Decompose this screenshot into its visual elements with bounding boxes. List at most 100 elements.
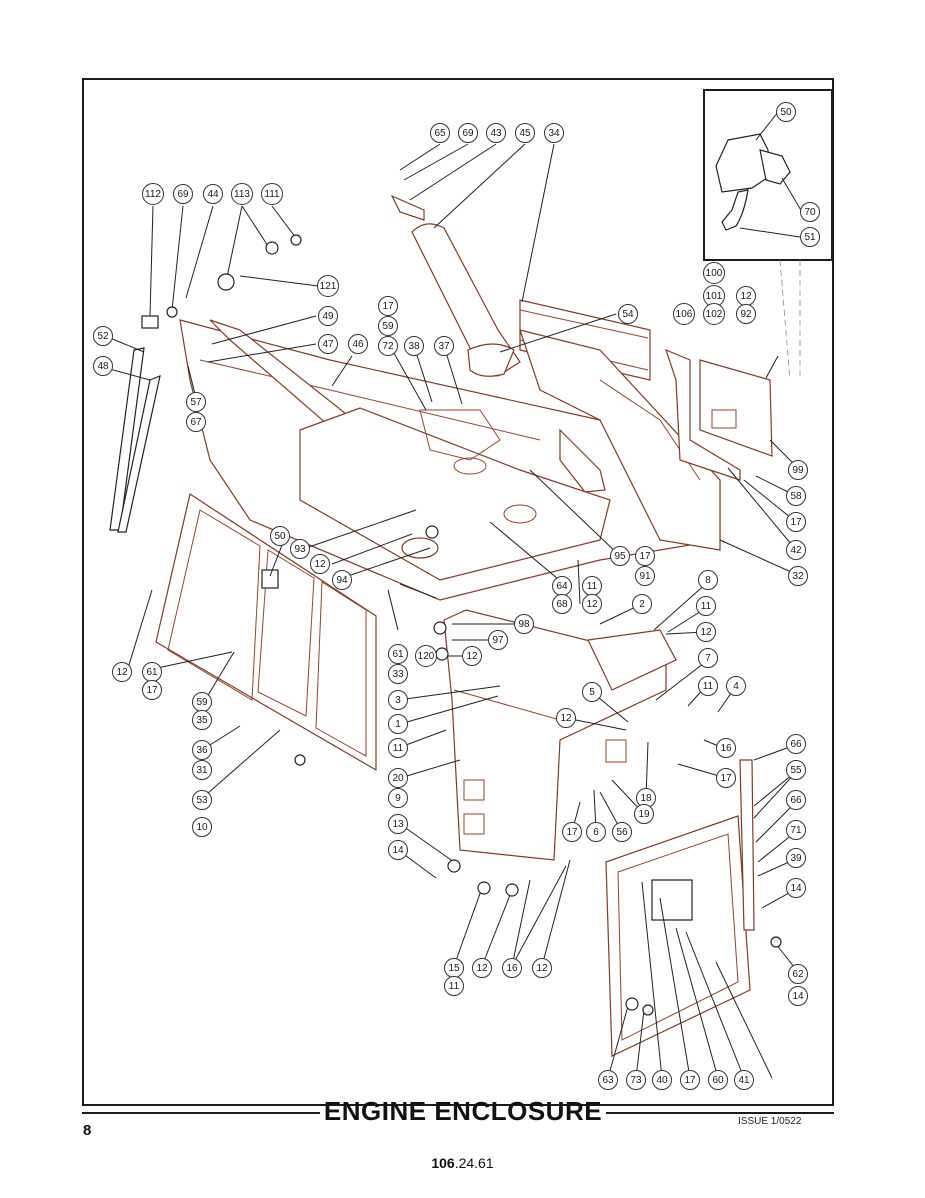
callout-bubble: 51 [800,227,820,247]
callout-bubble: 6 [586,822,606,842]
callout-bubble: 50 [270,526,290,546]
callout-bubble: 18 [636,788,656,808]
callout-bubble: 47 [318,334,338,354]
callout-number: 56 [616,827,628,838]
callout-bubble: 11 [696,596,716,616]
callout-number: 12 [740,291,752,302]
callout-bubble: 53 [192,790,212,810]
callout-number: 93 [294,544,306,555]
callout-number: 47 [322,339,334,350]
callout-number: 97 [492,635,504,646]
callout-number: 14 [392,845,404,856]
callout-bubble: 99 [788,460,808,480]
callout-number: 38 [408,341,420,352]
callout-bubble: 45 [515,123,535,143]
caption-rule-left [82,1112,320,1114]
callout-number: 4 [733,681,739,692]
callout-bubble: 70 [800,202,820,222]
callout-number: 7 [705,653,711,664]
callout-number: 12 [560,713,572,724]
callout-bubble: 59 [378,316,398,336]
callout-number: 58 [790,491,802,502]
callout-number: 12 [476,963,488,974]
callout-number: 14 [792,991,804,1002]
callout-number: 16 [720,743,732,754]
callout-bubble: 46 [348,334,368,354]
callout-bubble: 100 [703,262,725,284]
callout-number: 11 [587,581,598,592]
callout-number: 35 [196,715,208,726]
issue-label: ISSUE 1/0522 [738,1116,802,1127]
callout-bubble: 12 [462,646,482,666]
callout-number: 16 [506,963,518,974]
callout-bubble: 111 [261,183,283,205]
callout-number: 17 [639,551,651,562]
callout-number: 17 [790,517,802,528]
callout-number: 19 [638,809,650,820]
callout-bubble: 50 [776,102,796,122]
inset-handle-assembly [715,133,801,381]
callout-number: 12 [586,599,598,610]
callout-number: 34 [548,128,560,139]
callout-number: 51 [804,232,816,243]
callout-bubble: 17 [562,822,582,842]
callout-number: 112 [145,189,161,200]
callout-number: 13 [392,819,404,830]
callout-bubble: 91 [635,566,655,586]
callout-bubble: 12 [112,662,132,682]
callout-bubble: 63 [598,1070,618,1090]
callout-number: 121 [320,281,337,292]
callout-bubble: 17 [378,296,398,316]
callout-number: 111 [264,189,280,200]
callout-number: 69 [177,189,189,200]
callout-number: 20 [392,773,404,784]
callout-bubble: 20 [388,768,408,788]
callout-number: 18 [640,793,652,804]
callout-number: 12 [466,651,478,662]
callout-number: 17 [382,301,394,312]
callout-bubble: 39 [786,848,806,868]
callout-bubble: 33 [388,664,408,684]
callout-bubble: 12 [696,622,716,642]
callout-bubble: 3 [388,690,408,710]
callout-number: 50 [274,531,286,542]
callout-number: 59 [196,697,208,708]
callout-bubble: 52 [93,326,113,346]
callout-number: 3 [395,695,401,706]
callout-bubble: 97 [488,630,508,650]
callout-bubble: 36 [192,740,212,760]
callout-number: 91 [639,571,651,582]
callout-number: 42 [790,545,802,556]
callout-number: 55 [790,765,802,776]
callout-number: 8 [705,575,711,586]
callout-number: 52 [97,331,109,342]
page-number: 8 [83,1122,92,1139]
callout-number: 113 [234,189,250,200]
callout-number: 67 [190,417,202,428]
callout-number: 31 [196,765,208,776]
callout-bubble: 17 [635,546,655,566]
rear-door-panel [605,759,755,1057]
callout-number: 65 [434,128,446,139]
callout-bubble: 16 [502,958,522,978]
callout-bubble: 71 [786,820,806,840]
callout-bubble: 98 [514,614,534,634]
hardware-fasteners [141,234,782,1016]
callout-bubble: 4 [726,676,746,696]
callout-number: 106 [676,309,693,320]
callout-number: 100 [706,268,723,279]
callout-bubble: 12 [310,554,330,574]
callout-number: 17 [720,773,732,784]
callout-bubble: 55 [786,760,806,780]
callout-bubble: 57 [186,392,206,412]
callout-bubble: 69 [458,123,478,143]
callout-number: 120 [418,651,435,662]
callout-bubble: 66 [786,734,806,754]
callout-bubble: 12 [556,708,576,728]
callout-bubble: 72 [378,336,398,356]
callout-number: 6 [593,827,599,838]
callout-number: 92 [740,309,752,320]
callout-number: 59 [382,321,394,332]
callout-bubble: 67 [186,412,206,432]
